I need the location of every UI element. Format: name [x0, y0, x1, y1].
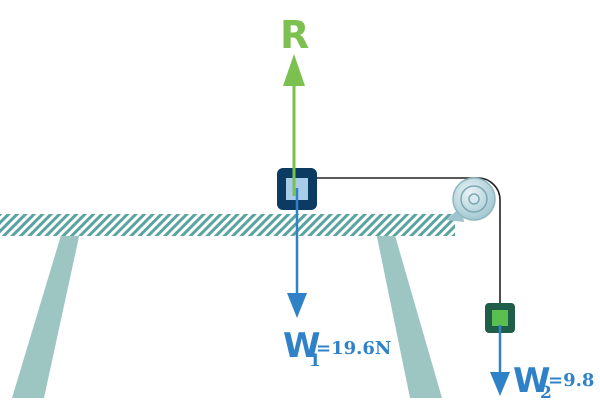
block-2: [485, 303, 515, 333]
weight-1-value: =19.6N: [316, 338, 391, 359]
weight-1-letter: W: [283, 326, 321, 366]
weight-2-value: =9.8: [548, 370, 594, 391]
weight-2-arrow: [490, 325, 510, 396]
weight-2-label: W: [513, 361, 551, 400]
weight-2-letter: W: [513, 361, 551, 400]
weight-1-label: W: [283, 326, 321, 366]
weight-2-subscript: 2: [540, 383, 552, 400]
normal-force-label: R: [280, 13, 309, 57]
table-leg-left: [12, 232, 80, 398]
string-over-pulley: [477, 177, 501, 306]
normal-force-arrow: [283, 54, 305, 196]
pulley: [446, 177, 496, 222]
table-top: [0, 214, 455, 236]
table-leg-right: [376, 232, 442, 398]
weight-1-subscript: 1: [309, 351, 321, 371]
weight-1-arrow: [287, 188, 307, 318]
